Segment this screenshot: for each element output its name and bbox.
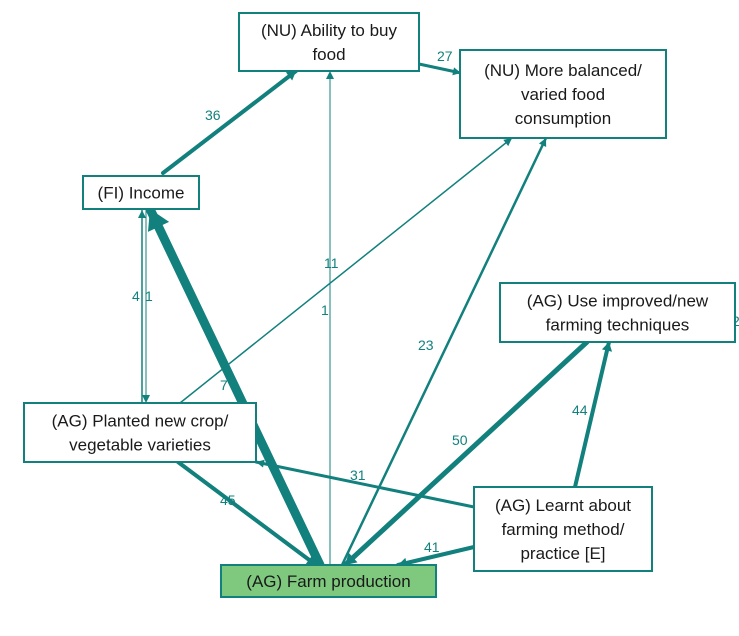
node-label-improved-line-1: (AG) Use improved/new [527, 292, 709, 311]
node-label-planted-line-1: (AG) Planted new crop/ [52, 412, 229, 431]
node-label-ability-line-1: (NU) Ability to buy [261, 21, 398, 40]
arrowhead-income-to-planted [142, 395, 150, 403]
arrowhead-planted-to-balanced [503, 138, 512, 147]
edge-label-partial-label-7: 7 [220, 377, 228, 393]
arrowhead-planted-to-farm [305, 555, 316, 565]
arrowhead-improved-to-farm [345, 552, 358, 565]
arrowhead-learnt-to-planted [256, 459, 265, 468]
node-label-learnt-line-3: practice [E] [520, 544, 605, 563]
node-planted[interactable]: (AG) Planted new crop/vegetable varietie… [23, 402, 257, 463]
edges-layer [138, 62, 613, 570]
node-box-ability[interactable] [238, 12, 420, 72]
node-label-learnt-line-1: (AG) Learnt about [495, 496, 631, 515]
arrowhead-farm-to-income [147, 209, 170, 232]
node-label-ability-line-2: food [312, 45, 345, 64]
edge-labels-layer: 36274111123504445314172 [132, 48, 739, 555]
edge-label-learnt-to-planted: 31 [350, 467, 366, 483]
node-income[interactable]: (FI) Income [82, 175, 200, 210]
node-label-farm-line-1: (AG) Farm production [246, 572, 410, 591]
edge-learnt-to-improved [573, 340, 611, 489]
edge-improved-to-farm [342, 339, 590, 568]
node-box-planted[interactable] [23, 402, 257, 463]
node-balanced[interactable]: (NU) More balanced/varied food consumptio… [459, 49, 667, 139]
node-label-learnt-line-2: farming method/ [502, 520, 625, 539]
arrowhead-farm-to-ability [326, 71, 334, 79]
edge-label-farm-to-balanced: 23 [418, 337, 434, 353]
node-label-balanced-line-3: consumption [515, 109, 611, 128]
node-label-income-line-1: (FI) Income [98, 184, 185, 203]
edge-label-planted-to-farm: 45 [220, 492, 236, 508]
node-learnt[interactable]: (AG) Learnt about farming method/practice… [473, 486, 653, 572]
edge-income-to-ability [161, 69, 298, 175]
arrowhead-learnt-to-improved [601, 342, 613, 352]
edge-label-farm-to-ability: 1 [321, 302, 329, 318]
edge-learnt-to-planted [254, 460, 476, 509]
node-label-balanced-line-2: varied food [521, 85, 605, 104]
arrowhead-income-to-ability [285, 71, 296, 81]
edge-label-learnt-to-farm: 41 [424, 539, 440, 555]
edge-label-planted-to-income: 4 [132, 288, 140, 304]
arrowhead-ability-to-balanced [452, 67, 461, 76]
node-box-income[interactable] [82, 175, 200, 210]
node-farm[interactable]: (AG) Farm production [220, 564, 437, 598]
edge-label-learnt-to-improved: 44 [572, 402, 588, 418]
nodes-layer: (NU) Ability to buy food (NU) More balance… [23, 12, 736, 598]
node-ability[interactable]: (NU) Ability to buy food [238, 12, 420, 72]
node-box-learnt[interactable] [473, 486, 653, 572]
edge-label-income-to-planted: 1 [145, 288, 153, 304]
node-label-balanced-line-1: (NU) More balanced/ [484, 61, 642, 80]
node-label-planted-line-2: vegetable varieties [69, 436, 211, 455]
edge-learnt-to-farm [396, 545, 476, 567]
edge-planted-to-farm [176, 460, 318, 567]
edge-label-ability-to-balanced: 27 [437, 48, 453, 64]
edge-farm-to-income [145, 204, 325, 570]
node-box-farm[interactable] [220, 564, 437, 598]
arrowhead-farm-to-balanced [538, 138, 547, 147]
edge-label-improved-to-farm: 50 [452, 432, 468, 448]
edge-farm-to-balanced [340, 136, 548, 567]
node-box-balanced[interactable] [459, 49, 667, 139]
node-improved[interactable]: (AG) Use improved/new farming techniques [499, 282, 736, 343]
edge-label-income-to-ability: 36 [205, 107, 221, 123]
node-box-improved[interactable] [499, 282, 736, 343]
edge-planted-to-balanced [179, 137, 513, 404]
arrowhead-planted-to-income [138, 210, 146, 218]
node-label-improved-line-2: farming techniques [546, 316, 690, 335]
edge-label-planted-to-balanced: 11 [324, 255, 339, 271]
